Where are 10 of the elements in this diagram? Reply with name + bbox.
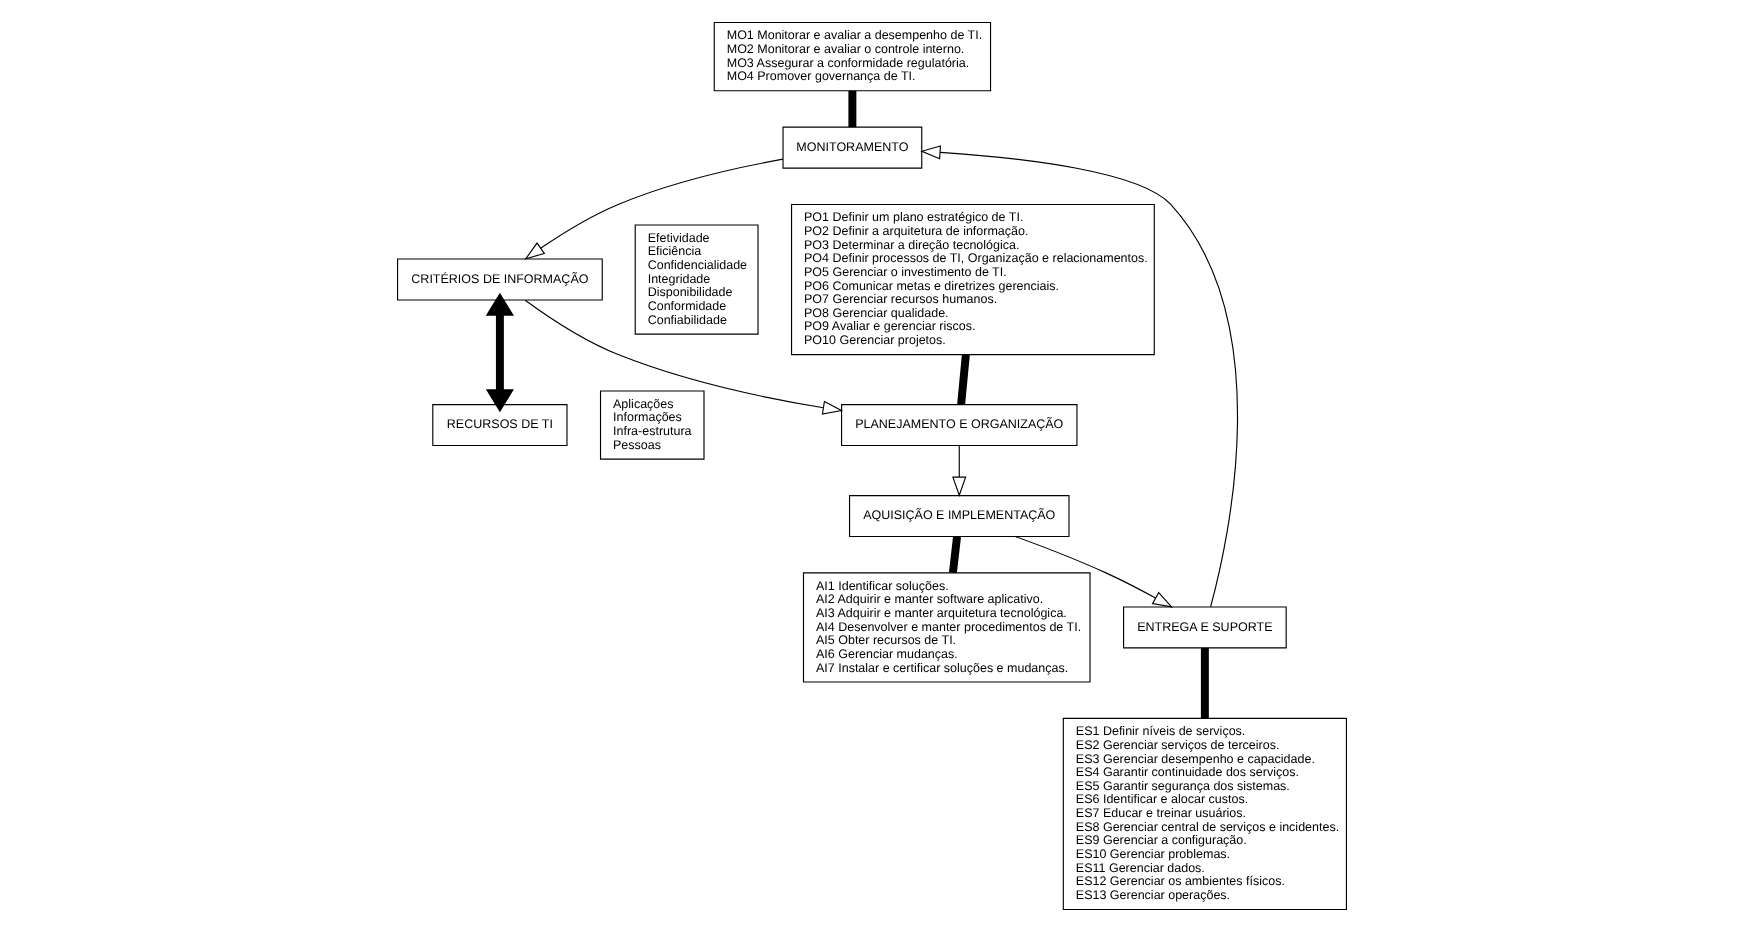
- arrow: [524, 298, 844, 414]
- connector: [848, 89, 857, 127]
- arrow: [485, 291, 514, 412]
- connector: [948, 535, 961, 573]
- arrow: [1015, 535, 1174, 607]
- connector: [1200, 646, 1209, 718]
- connector: [957, 353, 970, 404]
- arrow: [920, 144, 1239, 607]
- arrow: [524, 157, 784, 259]
- arrow: [952, 444, 967, 496]
